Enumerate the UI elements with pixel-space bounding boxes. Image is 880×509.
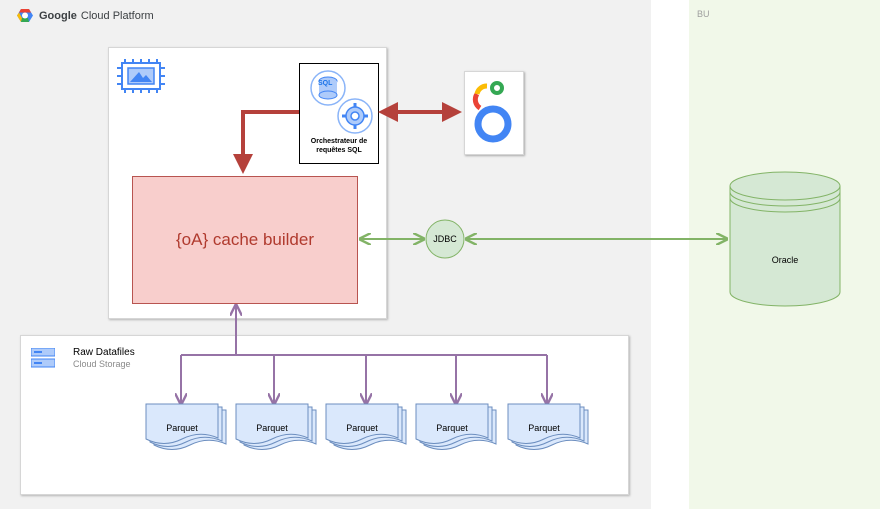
sql-label-line1: Orchestrateur de <box>310 138 368 145</box>
gcp-header: Google Cloud Platform <box>17 8 154 23</box>
storage-subtitle: Cloud Storage <box>73 359 131 369</box>
sql-orchestrator-box[interactable]: SQL Orchestrateur de requêtes SQL <box>299 63 379 164</box>
parquet-file-4[interactable] <box>415 403 497 450</box>
oracle-database[interactable] <box>729 171 841 307</box>
parquet-label: Parquet <box>256 423 288 433</box>
parquet-file-5[interactable] <box>507 403 589 450</box>
storage-title: Raw Datafiles <box>73 347 135 358</box>
parquet-file-1[interactable] <box>145 403 227 450</box>
oracle-label: Oracle <box>771 255 799 265</box>
parquet-label: Parquet <box>436 423 468 433</box>
parquet-file-3[interactable] <box>325 403 407 450</box>
cache-builder-box[interactable]: {oA} cache builder <box>132 176 358 304</box>
compute-engine-icon <box>117 59 165 93</box>
sql-badge: SQL <box>318 80 333 87</box>
parquet-label: Parquet <box>528 423 560 433</box>
parquet-label: Parquet <box>166 423 198 433</box>
jdbc-label: JDBC <box>433 234 457 244</box>
looker-icon <box>472 81 512 143</box>
jdbc-node[interactable] <box>425 219 465 259</box>
gcp-title: Cloud Platform <box>80 9 154 22</box>
orchestrator-to-builder-arrow <box>233 110 299 174</box>
cloud-storage-icon <box>31 348 55 368</box>
bu-title: BU <box>697 9 710 19</box>
sql-label-line2: requêtes SQL <box>316 147 362 154</box>
gcp-brand: Google <box>39 9 77 22</box>
looker-box[interactable] <box>464 71 524 155</box>
sql-orchestrator-label: Orchestrateur de requêtes SQL <box>300 137 378 155</box>
gcp-logo-icon <box>17 9 33 22</box>
parquet-label: Parquet <box>346 423 378 433</box>
parquet-file-2[interactable] <box>235 403 317 450</box>
sql-gear-icon <box>310 70 373 134</box>
storage-distribution-arrows <box>181 305 547 404</box>
parquet-files <box>145 403 589 450</box>
